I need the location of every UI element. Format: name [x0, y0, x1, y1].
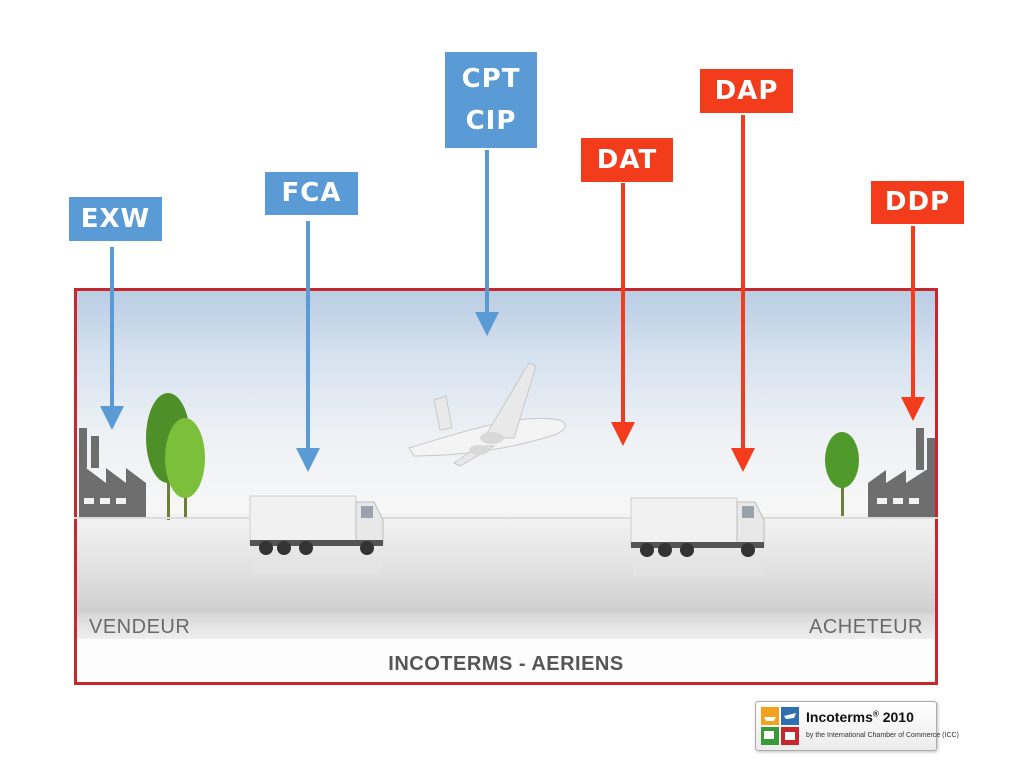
term-ddp: DDP — [871, 181, 964, 224]
transport-scene: VENDEUR ACHETEUR INCOTERMS - AERIENS — [74, 288, 938, 685]
term-fca: FCA — [265, 172, 358, 215]
incoterms-logo: Incoterms® 2010 by the International Cha… — [755, 701, 959, 751]
term-dat: DAT — [581, 138, 673, 182]
sky-background — [77, 291, 935, 513]
seller-label: VENDEUR — [89, 616, 191, 638]
logo-subtitle: by the International Chamber of Commerce… — [806, 732, 959, 739]
ground-background — [77, 513, 935, 613]
logo-year: 2010 — [882, 709, 914, 725]
term-cip: CIP — [465, 106, 517, 136]
term-cpt-cip: CPT CIP — [445, 52, 537, 148]
scene-title: INCOTERMS - AERIENS — [388, 653, 624, 675]
buyer-label: ACHETEUR — [808, 616, 923, 638]
term-exw: EXW — [69, 197, 162, 241]
term-cpt: CPT — [461, 64, 521, 94]
label-strip — [77, 613, 935, 639]
logo-name: Incoterms — [806, 709, 873, 725]
term-dap: DAP — [700, 69, 793, 113]
incoterms-logo-icon — [761, 707, 799, 745]
logo-title: Incoterms® 2010 — [806, 709, 914, 725]
logo-registered: ® — [872, 709, 879, 719]
